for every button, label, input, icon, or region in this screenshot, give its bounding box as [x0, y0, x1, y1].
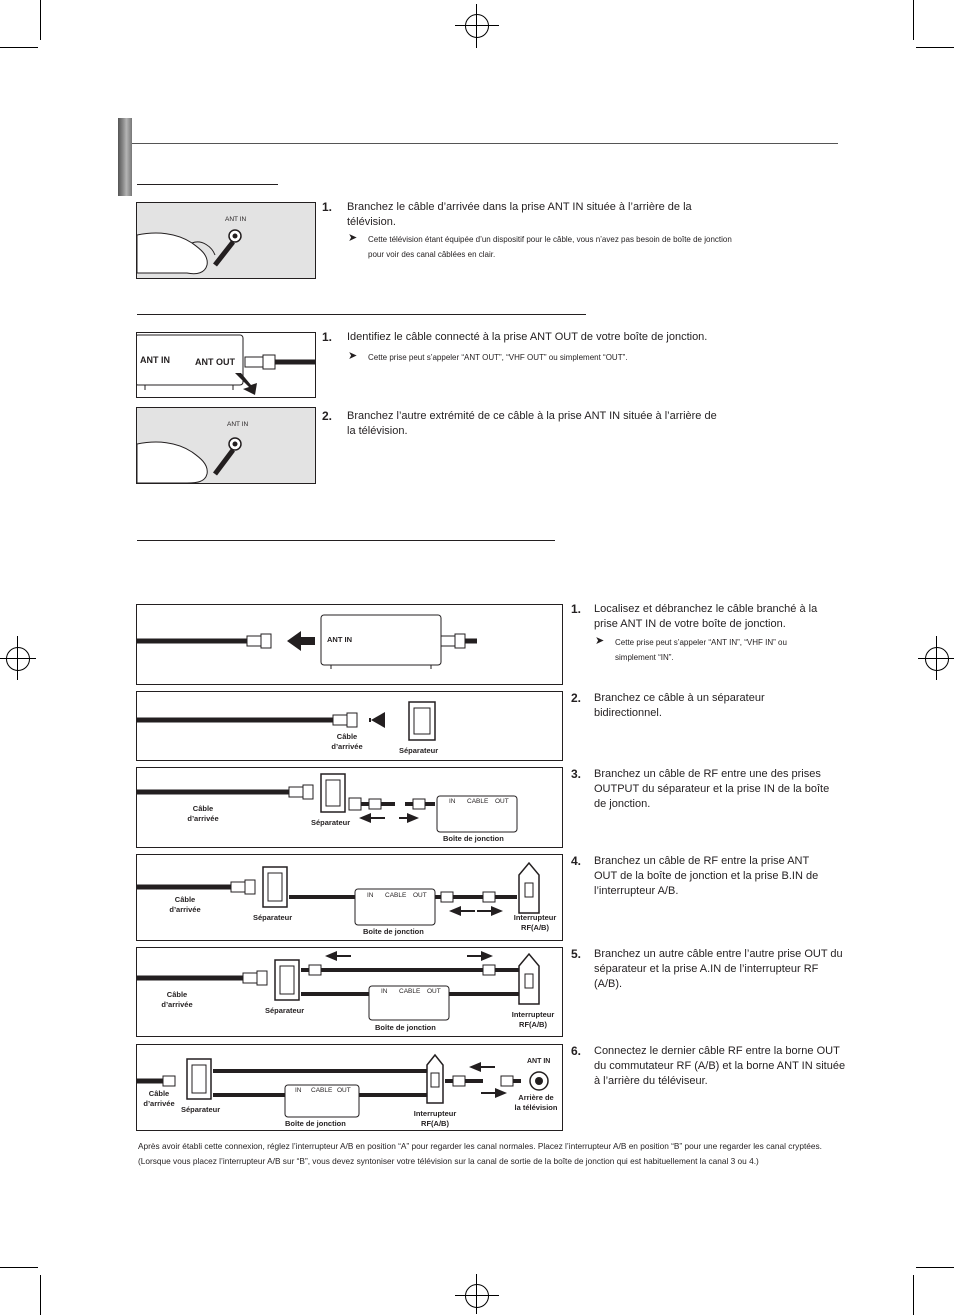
splitter-to-box-illustration — [137, 773, 518, 833]
note-arrow-icon: ➤ — [595, 635, 605, 647]
s2-step2-number: 2. — [322, 409, 333, 423]
tv-back-image-1: ANT IN — [136, 202, 316, 279]
cable-box-image: ANT IN ANT OUT — [136, 332, 316, 398]
box-in-label: IN — [295, 1087, 302, 1094]
box-out-label: OUT — [413, 892, 427, 899]
s3-step2-text: Branchez ce câble à un séparateur bidire… — [594, 692, 765, 719]
s3-step3-text: Branchez un câble de RF entre une des pr… — [594, 768, 830, 810]
ant-in-label: ANT IN — [327, 635, 352, 644]
diagram-step1: ANT IN — [136, 604, 563, 685]
box-out-label: OUT — [337, 1087, 351, 1094]
note-arrow-icon: ➤ — [348, 350, 358, 362]
s1-step1-note: Cette télévision étant équipée d’un disp… — [368, 235, 732, 259]
s3-step6-number: 6. — [571, 1044, 582, 1058]
separateur-label: Séparateur — [311, 818, 351, 827]
separateur-label: Séparateur — [181, 1105, 221, 1114]
box-cable-label: CABLE — [311, 1087, 333, 1094]
s3-step1-note: Cette prise peut s’appeler “ANT IN”, “VH… — [615, 638, 787, 662]
section3-rule — [137, 540, 555, 541]
s2-step1-number: 1. — [322, 330, 333, 344]
s1-step1-text: Branchez le câble d’arrivée dans la pris… — [347, 201, 692, 228]
registration-mark-bottom — [455, 1274, 499, 1314]
separateur-label: Séparateur — [265, 1006, 305, 1015]
boite-de-jonction-label: Boîte de jonction — [375, 1023, 436, 1032]
box-out-label: OUT — [427, 988, 441, 995]
separateur-label: Séparateur — [253, 913, 293, 922]
box-ant-out-label: ANT OUT — [195, 357, 235, 367]
hand-plugging-cable-illustration — [137, 229, 242, 275]
s3-step1-text: Localisez et débranchez le câble branché… — [594, 603, 818, 630]
box-in-label: IN — [449, 798, 456, 805]
section1-rule — [137, 184, 278, 185]
boite-de-jonction-label: Boîte de jonction — [363, 927, 424, 936]
registration-mark-top — [455, 4, 499, 48]
s3-step5-number: 5. — [571, 947, 582, 961]
box-to-ab-switch-illustration — [137, 861, 540, 926]
tv-back-image-2: ANT IN — [136, 407, 316, 484]
s3-step3-number: 3. — [571, 767, 582, 781]
splitter-to-ab-switch-illustration — [137, 951, 540, 1021]
registration-mark-left — [0, 636, 40, 680]
s1-step1-number: 1. — [322, 200, 333, 214]
box-cable-label: CABLE — [399, 988, 421, 995]
box-in-label: IN — [367, 892, 374, 899]
ant-in-label: ANT IN — [227, 421, 249, 428]
footer-note: Après avoir établi cette connexion, régl… — [138, 1141, 822, 1166]
boite-de-jonction-label: Boîte de jonction — [443, 834, 504, 843]
s3-step1-number: 1. — [571, 602, 582, 616]
header-bar — [118, 118, 132, 196]
s3-step4-number: 4. — [571, 854, 582, 868]
box-cable-label: CABLE — [385, 892, 407, 899]
s3-step6-text: Connectez le dernier câble RF entre la b… — [594, 1045, 846, 1087]
s3-step4-text: Branchez un câble de RF entre la prise A… — [594, 855, 819, 897]
header-rule — [132, 143, 838, 144]
section2-rule — [137, 314, 586, 315]
cable-box-illustration — [137, 334, 315, 395]
splitter-illustration — [137, 701, 436, 741]
unplug-cable-illustration — [137, 614, 477, 669]
box-cable-label: CABLE — [467, 798, 489, 805]
s2-step2-text: Branchez l’autre extrémité de ce câble à… — [347, 410, 717, 437]
ab-switch-to-tv-illustration — [137, 1053, 549, 1118]
ant-in-label: ANT IN — [527, 1058, 551, 1065]
box-in-label: IN — [381, 988, 388, 995]
box-ant-in-label: ANT IN — [140, 355, 170, 365]
s3-step2-number: 2. — [571, 691, 582, 705]
box-out-label: OUT — [495, 798, 509, 805]
registration-mark-right — [914, 636, 954, 680]
hand-plugging-cable-illustration — [137, 437, 242, 483]
boite-de-jonction-label: Boîte de jonction — [285, 1119, 346, 1128]
separateur-label: Séparateur — [399, 746, 439, 755]
s2-step1-note: Cette prise peut s’appeler “ANT OUT”, “V… — [368, 353, 628, 362]
s2-step1-text: Identifiez le câble connecté à la prise … — [347, 331, 708, 343]
s3-step5-text: Branchez un autre câble entre l’autre pr… — [594, 948, 843, 990]
note-arrow-icon: ➤ — [348, 232, 358, 244]
ant-in-label: ANT IN — [225, 216, 247, 223]
